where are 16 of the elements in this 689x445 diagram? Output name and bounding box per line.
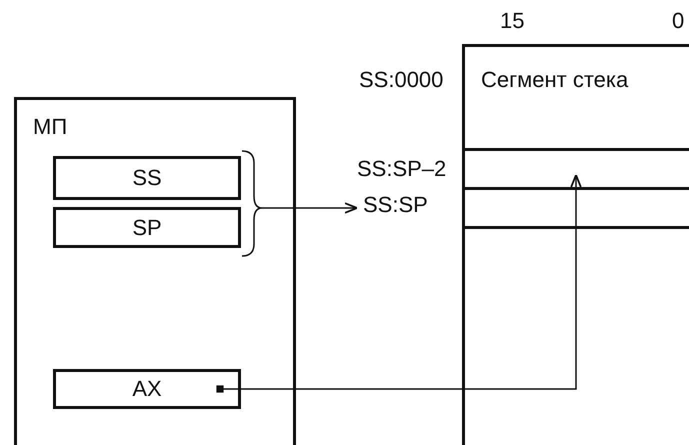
- bit-number: 15: [500, 10, 524, 32]
- box-title: Сегмент стека: [481, 69, 628, 91]
- register-name: SS: [131, 167, 163, 189]
- register-name: AX: [131, 378, 163, 400]
- arrow: [216, 174, 582, 393]
- address-label: SS:SP–2: [357, 158, 446, 180]
- address-label: SS:0000: [359, 69, 444, 91]
- bit-number: 0: [672, 10, 684, 32]
- arrow: [262, 202, 358, 214]
- address-label: SS:SP: [363, 194, 428, 216]
- box-title: МП: [33, 116, 68, 138]
- processor-box: [14, 97, 296, 445]
- register-name: SP: [131, 216, 163, 238]
- register-box: [53, 207, 241, 248]
- register-box: [53, 369, 241, 409]
- register-box: [53, 156, 241, 200]
